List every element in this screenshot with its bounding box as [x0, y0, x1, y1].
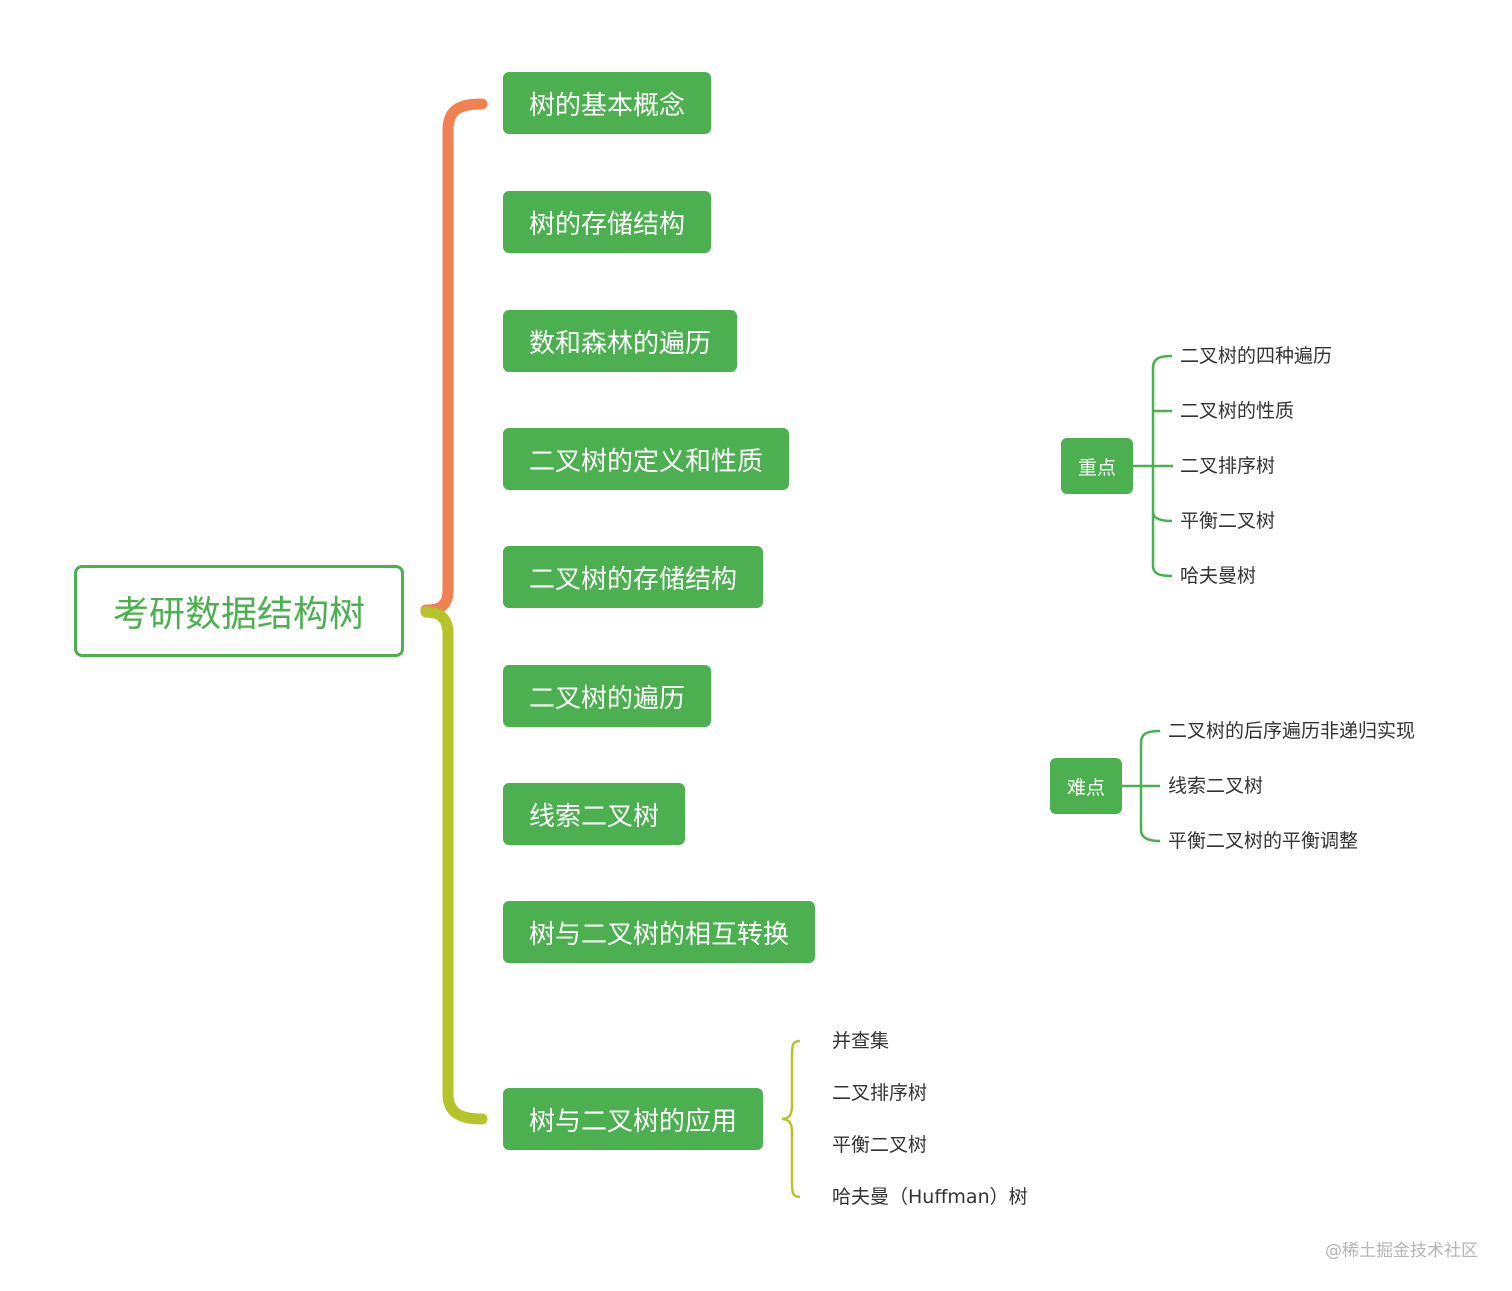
- topic-node[interactable]: 数和森林的遍历: [503, 310, 738, 372]
- application-item[interactable]: 平衡二叉树: [832, 1134, 928, 1156]
- topic-node[interactable]: 树的存储结构: [503, 191, 712, 253]
- topic-node[interactable]: 二叉树的定义和性质: [503, 428, 790, 490]
- watermark: @稀土掘金技术社区: [1325, 1241, 1478, 1261]
- difficult-points-connector: [1122, 729, 1161, 843]
- key-points-node[interactable]: 重点: [1061, 438, 1133, 494]
- topic-node[interactable]: 线索二叉树: [503, 783, 686, 845]
- topic-node[interactable]: 树与二叉树的相互转换: [503, 901, 816, 963]
- key-point-item[interactable]: 平衡二叉树: [1180, 510, 1276, 532]
- brace-lower: [420, 606, 488, 1125]
- application-item[interactable]: 哈夫曼（Huffman）树: [832, 1186, 1028, 1208]
- applications-brace: [781, 1039, 801, 1199]
- difficult-point-item[interactable]: 二叉树的后序遍历非递归实现: [1168, 720, 1416, 742]
- key-point-item[interactable]: 二叉树的四种遍历: [1180, 345, 1333, 367]
- application-item[interactable]: 并查集: [832, 1030, 890, 1052]
- root-node[interactable]: 考研数据结构树: [74, 565, 404, 657]
- key-points-connector: [1133, 354, 1173, 578]
- application-item[interactable]: 二叉排序树: [832, 1082, 928, 1104]
- difficult-point-item[interactable]: 线索二叉树: [1168, 775, 1264, 797]
- brace-upper: [420, 98, 488, 616]
- key-point-item[interactable]: 二叉树的性质: [1180, 400, 1295, 422]
- topic-node[interactable]: 二叉树的遍历: [503, 665, 712, 727]
- topic-node[interactable]: 树与二叉树的应用: [503, 1088, 764, 1150]
- key-point-item[interactable]: 哈夫曼树: [1180, 565, 1257, 587]
- topic-node[interactable]: 二叉树的存储结构: [503, 546, 764, 608]
- difficult-point-item[interactable]: 平衡二叉树的平衡调整: [1168, 830, 1359, 852]
- topic-node[interactable]: 树的基本概念: [503, 72, 712, 134]
- key-point-item[interactable]: 二叉排序树: [1180, 455, 1276, 477]
- difficult-points-node[interactable]: 难点: [1050, 758, 1122, 814]
